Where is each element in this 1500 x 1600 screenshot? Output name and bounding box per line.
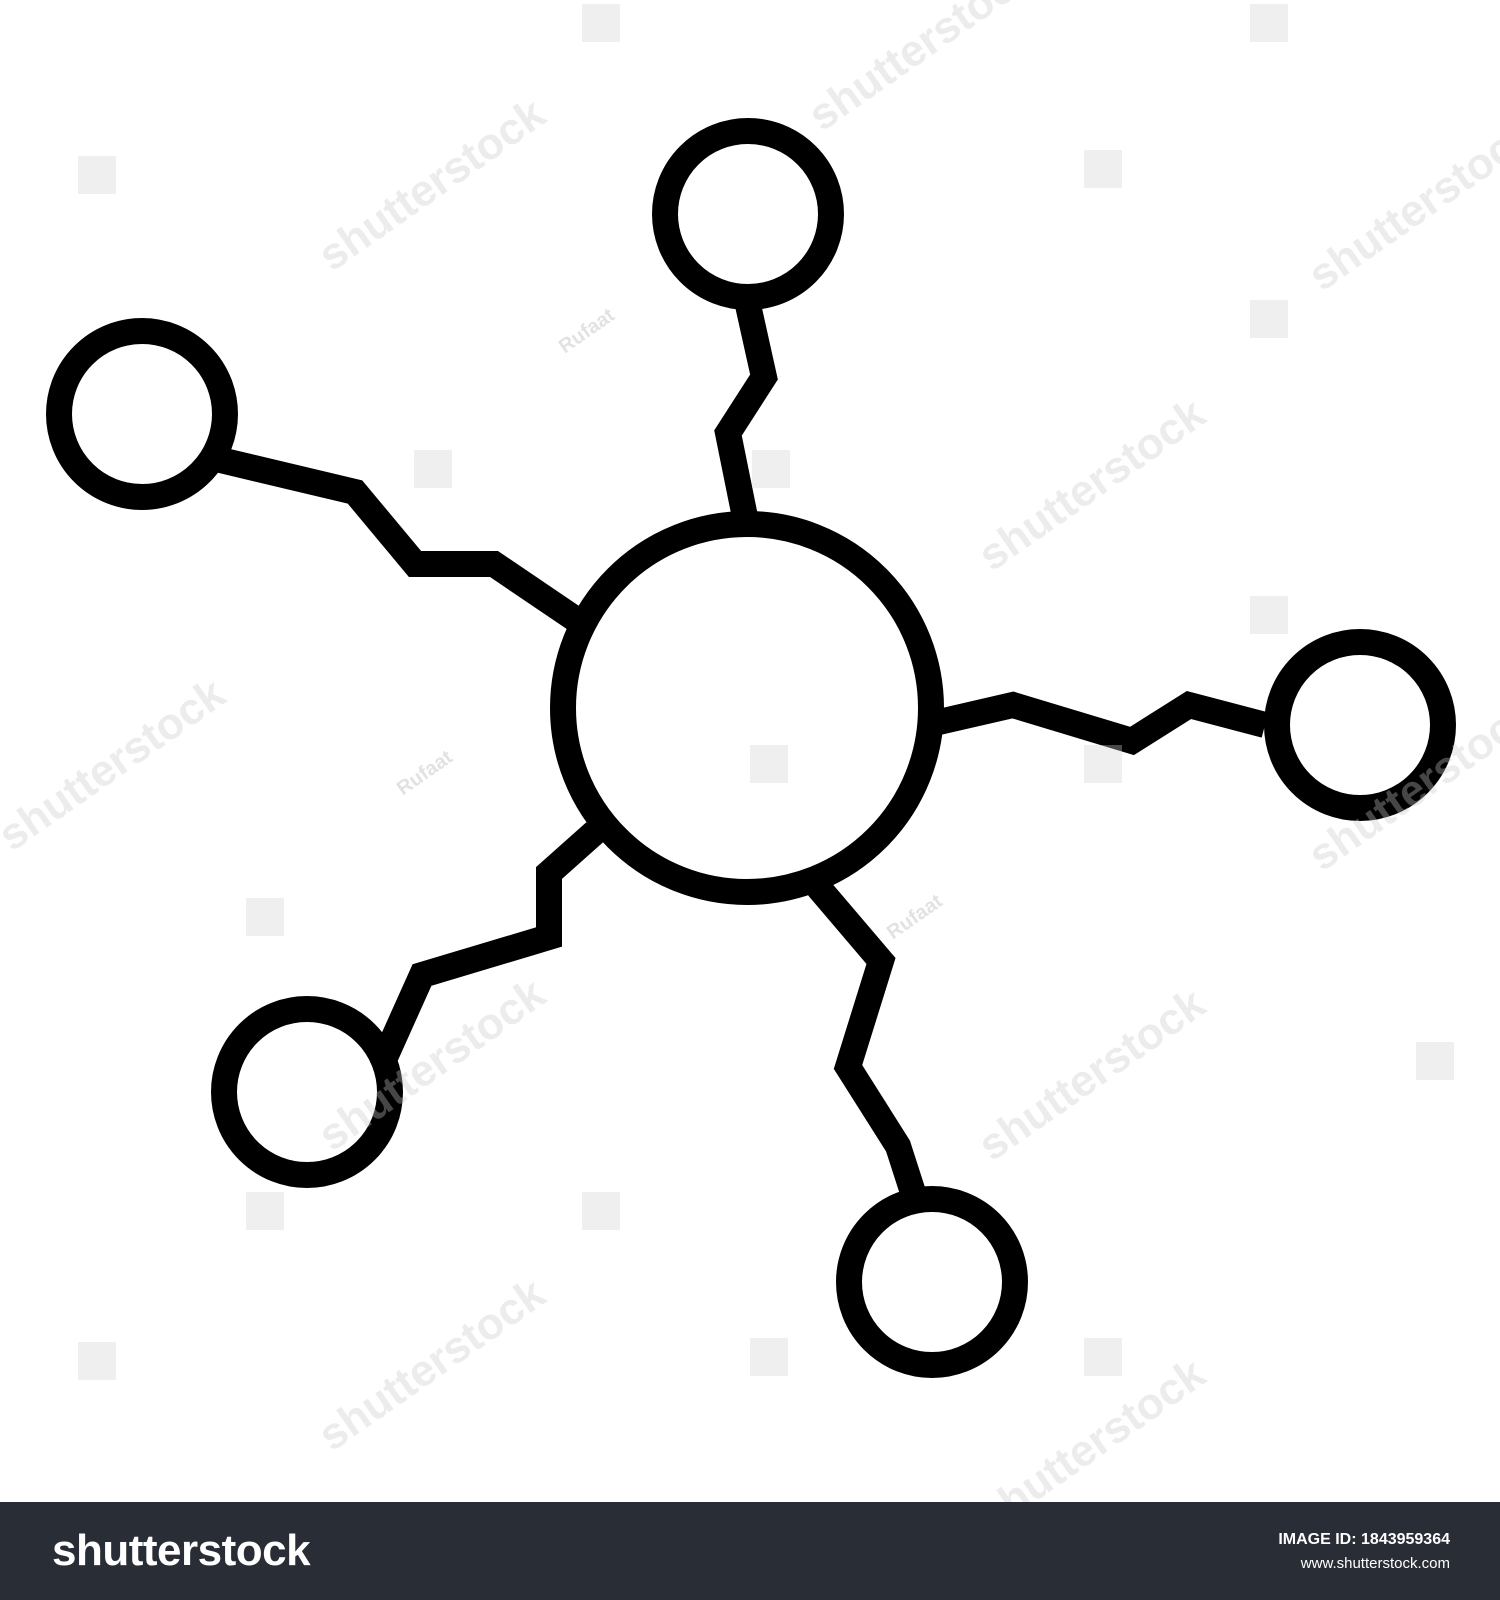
image-id-label: IMAGE ID: [1278,1530,1357,1548]
network-hub-icon [46,118,1456,1378]
connector-line-bottom-left [366,822,604,1079]
site-url: www.shutterstock.com [1300,1554,1450,1572]
connector-line-right [936,690,1269,756]
image-id-line: IMAGE ID: 1843959364 [1278,1531,1450,1549]
connector-line-top [714,302,778,525]
connector-line-bottom-right [808,878,930,1209]
connector-line-left [208,445,592,636]
node-circle-bottom-left [211,996,403,1188]
footer-bar: shutterstock IMAGE ID: 1843959364 www.sh… [0,1502,1500,1600]
node-circle-left [46,318,238,510]
image-id-value: 1843959364 [1361,1530,1450,1548]
shutterstock-logo: shutterstock [52,1526,311,1575]
node-circle-right [1264,629,1456,821]
central-hub-circle [550,511,944,905]
node-circle-bottom-right [836,1186,1028,1378]
node-circle-top [652,118,844,310]
image-info: IMAGE ID: 1843959364 www.shutterstock.co… [1278,1531,1450,1572]
